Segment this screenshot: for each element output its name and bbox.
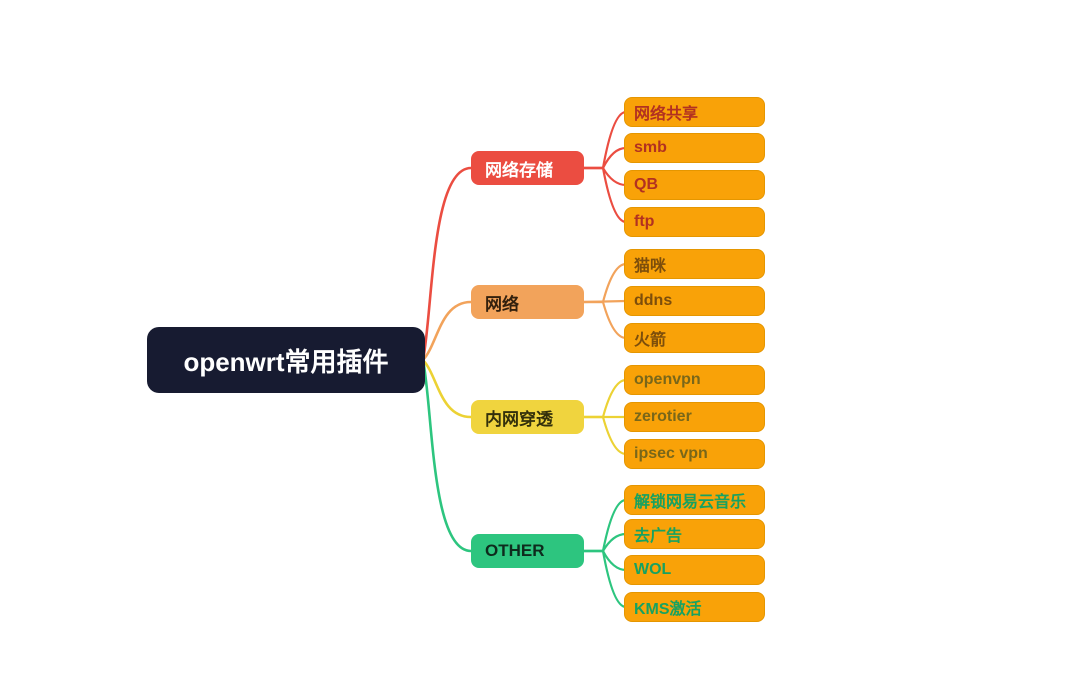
edge-root-network-storage: [421, 166, 473, 362]
child-node-rocket[interactable]: 火箭: [624, 323, 765, 353]
child-node-ftp[interactable]: ftp: [624, 207, 765, 237]
edge-storage-ftp: [582, 166, 628, 224]
child-node-qb[interactable]: QB: [624, 170, 765, 200]
child-node-kms-activation[interactable]: KMS激活: [624, 592, 765, 622]
child-node-ipsec-vpn[interactable]: ipsec vpn: [624, 439, 765, 469]
edge-network-cat: [582, 262, 628, 304]
child-node-adblock[interactable]: 去广告: [624, 519, 765, 549]
child-node-ddns[interactable]: ddns: [624, 286, 765, 316]
edge-network-rocket: [582, 300, 628, 340]
edge-root-intranet-tunnel: [421, 358, 473, 419]
branch-node-network-storage[interactable]: 网络存储: [471, 151, 584, 185]
child-node-zerotier[interactable]: zerotier: [624, 402, 765, 432]
edge-tunnel-ipsec-vpn: [582, 415, 628, 456]
child-node-openvpn[interactable]: openvpn: [624, 365, 765, 395]
child-node-wol[interactable]: WOL: [624, 555, 765, 585]
branch-node-network[interactable]: 网络: [471, 285, 584, 319]
branch-node-intranet-tunnel[interactable]: 内网穿透: [471, 400, 584, 434]
child-node-unlock-netease-music[interactable]: 解锁网易云音乐: [624, 485, 765, 515]
branch-node-other[interactable]: OTHER: [471, 534, 584, 568]
edge-root-network: [421, 300, 473, 362]
child-node-cat[interactable]: 猫咪: [624, 249, 765, 279]
edge-tunnel-openvpn: [582, 378, 628, 419]
edge-root-other: [421, 358, 473, 553]
child-node-network-share[interactable]: 网络共享: [624, 97, 765, 127]
edge-other-unlock-netease-music: [582, 498, 628, 553]
edge-other-kms-activation: [582, 549, 628, 609]
root-node-openwrt-plugins[interactable]: openwrt常用插件: [147, 327, 425, 393]
child-node-smb[interactable]: smb: [624, 133, 765, 163]
edge-storage-network-share: [582, 110, 628, 170]
